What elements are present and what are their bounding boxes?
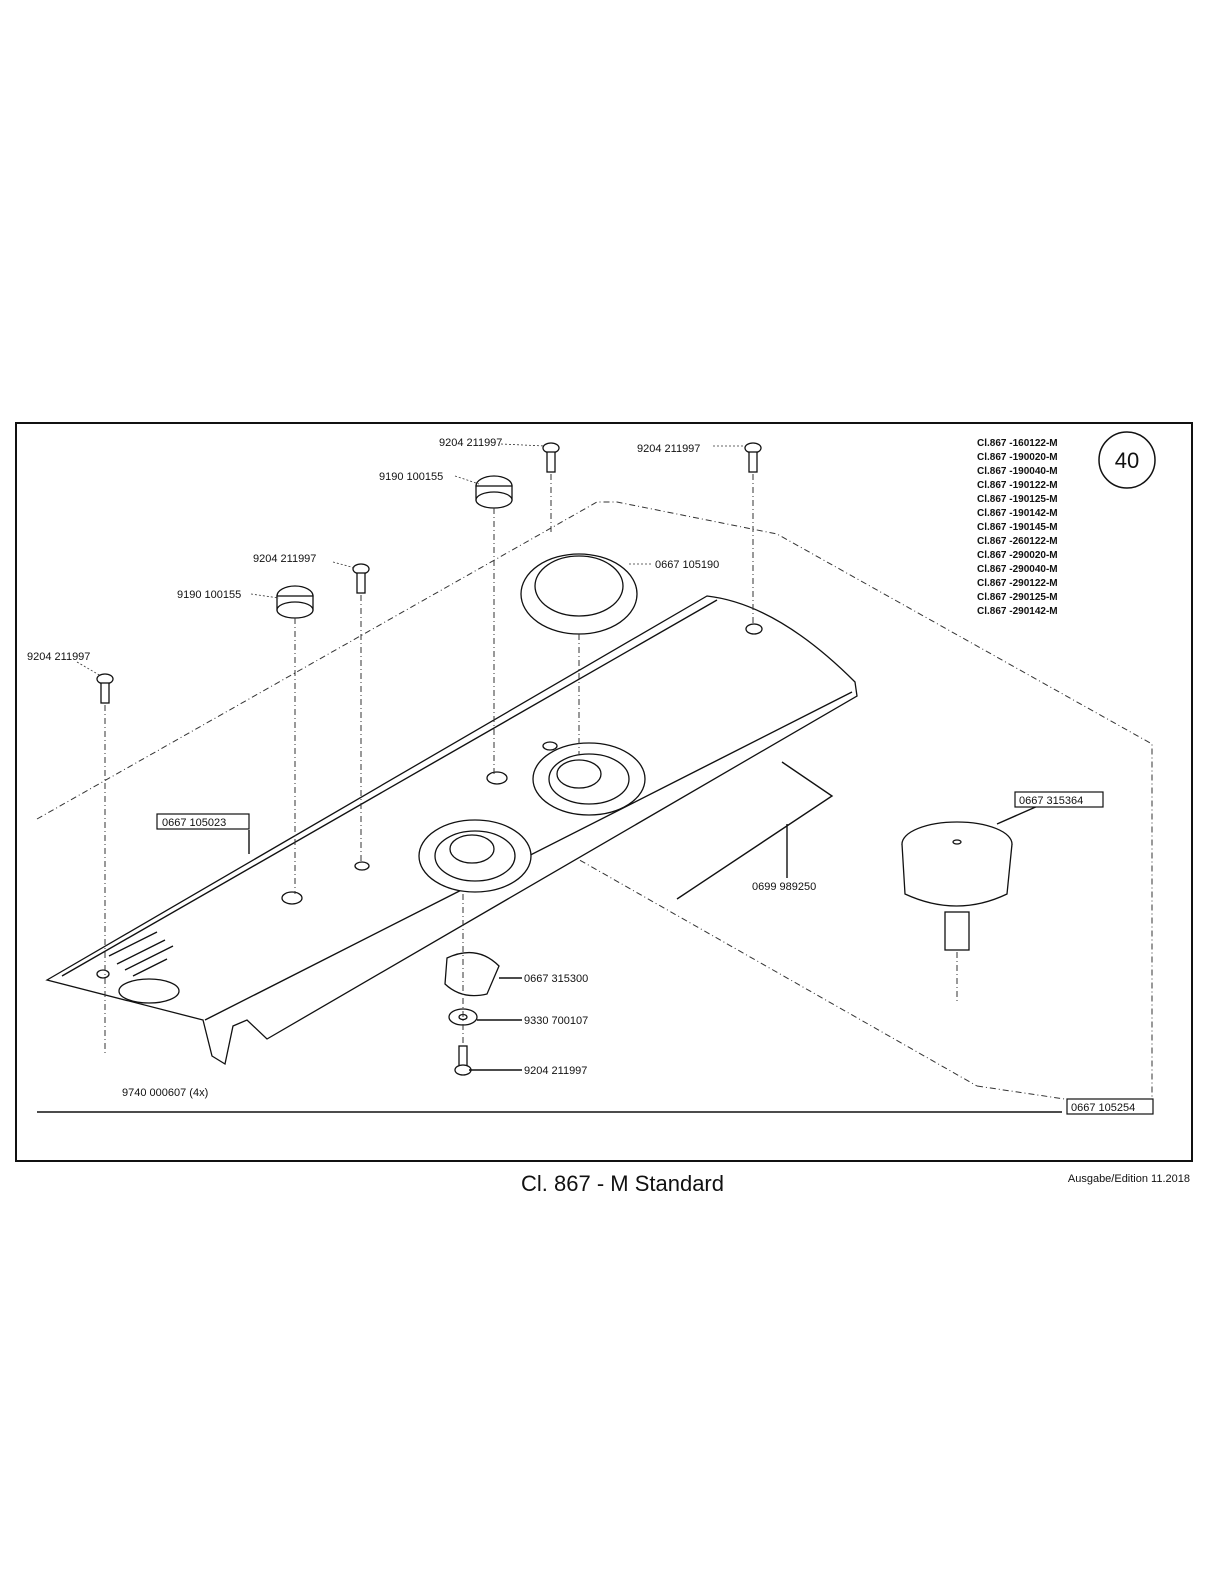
label-wire: 0699 989250 <box>752 881 816 893</box>
assembly-axes <box>104 474 958 1054</box>
leader-lines <box>76 443 1048 1071</box>
variant-item: Cl.867 -160122-M <box>977 438 1058 449</box>
exploded-view-diagram: 9204 211997 9204 211997 9190 100155 0667… <box>27 431 1156 1115</box>
variant-list: Cl.867 -160122-M Cl.867 -190020-M Cl.867… <box>977 438 1058 617</box>
label-screw-bottom: 9204 211997 <box>524 1065 587 1077</box>
variant-item: Cl.867 -190125-M <box>977 494 1058 505</box>
variant-item: Cl.867 -290020-M <box>977 550 1058 561</box>
label-screw-left: 9204 211997 <box>27 651 90 663</box>
label-cam-plate: 0667 315300 <box>524 973 588 985</box>
variant-item: Cl.867 -190122-M <box>977 480 1058 491</box>
variant-item: Cl.867 -290040-M <box>977 564 1058 575</box>
label-washer: 9330 700107 <box>524 1015 588 1027</box>
variant-item: Cl.867 -190020-M <box>977 452 1058 463</box>
label-screw-mid: 9204 211997 <box>253 553 316 565</box>
variant-item: Cl.867 -260122-M <box>977 536 1058 547</box>
label-plug-top: 9190 100155 <box>379 471 443 483</box>
wire-part <box>676 761 834 900</box>
cover-plate-part <box>45 595 858 1066</box>
plug-parts <box>276 475 513 619</box>
cap-part <box>520 553 638 635</box>
label-knob: 0667 315364 <box>1019 795 1083 807</box>
variant-item: Cl.867 -190142-M <box>977 508 1058 519</box>
variant-item: Cl.867 -190040-M <box>977 466 1058 477</box>
variant-item: Cl.867 -190145-M <box>977 522 1058 533</box>
diagram-caption: Cl. 867 - M Standard <box>521 1171 724 1196</box>
screw-parts <box>96 442 762 1076</box>
cam-plate-part <box>444 951 500 1026</box>
variant-item: Cl.867 -290122-M <box>977 578 1058 589</box>
page-number-circle <box>1098 431 1156 489</box>
drawing-frame: 9204 211997 9204 211997 9190 100155 0667… <box>15 422 1193 1162</box>
page-number: 40 <box>1115 448 1139 473</box>
label-rivet: 9740 000607 (4x) <box>122 1087 208 1099</box>
knob-part <box>901 821 1013 951</box>
label-assembly: 0667 105254 <box>1071 1102 1135 1114</box>
variant-item: Cl.867 -290142-M <box>977 606 1058 617</box>
label-cap: 0667 105190 <box>655 559 719 571</box>
variant-item: Cl.867 -290125-M <box>977 592 1058 603</box>
label-plug-mid: 9190 100155 <box>177 589 241 601</box>
label-cover-plate: 0667 105023 <box>162 817 226 829</box>
edition-label: Ausgabe/Edition 11.2018 <box>1067 1173 1190 1185</box>
label-screw-top-center: 9204 211997 <box>439 437 502 449</box>
label-screw-top-right: 9204 211997 <box>637 443 700 455</box>
